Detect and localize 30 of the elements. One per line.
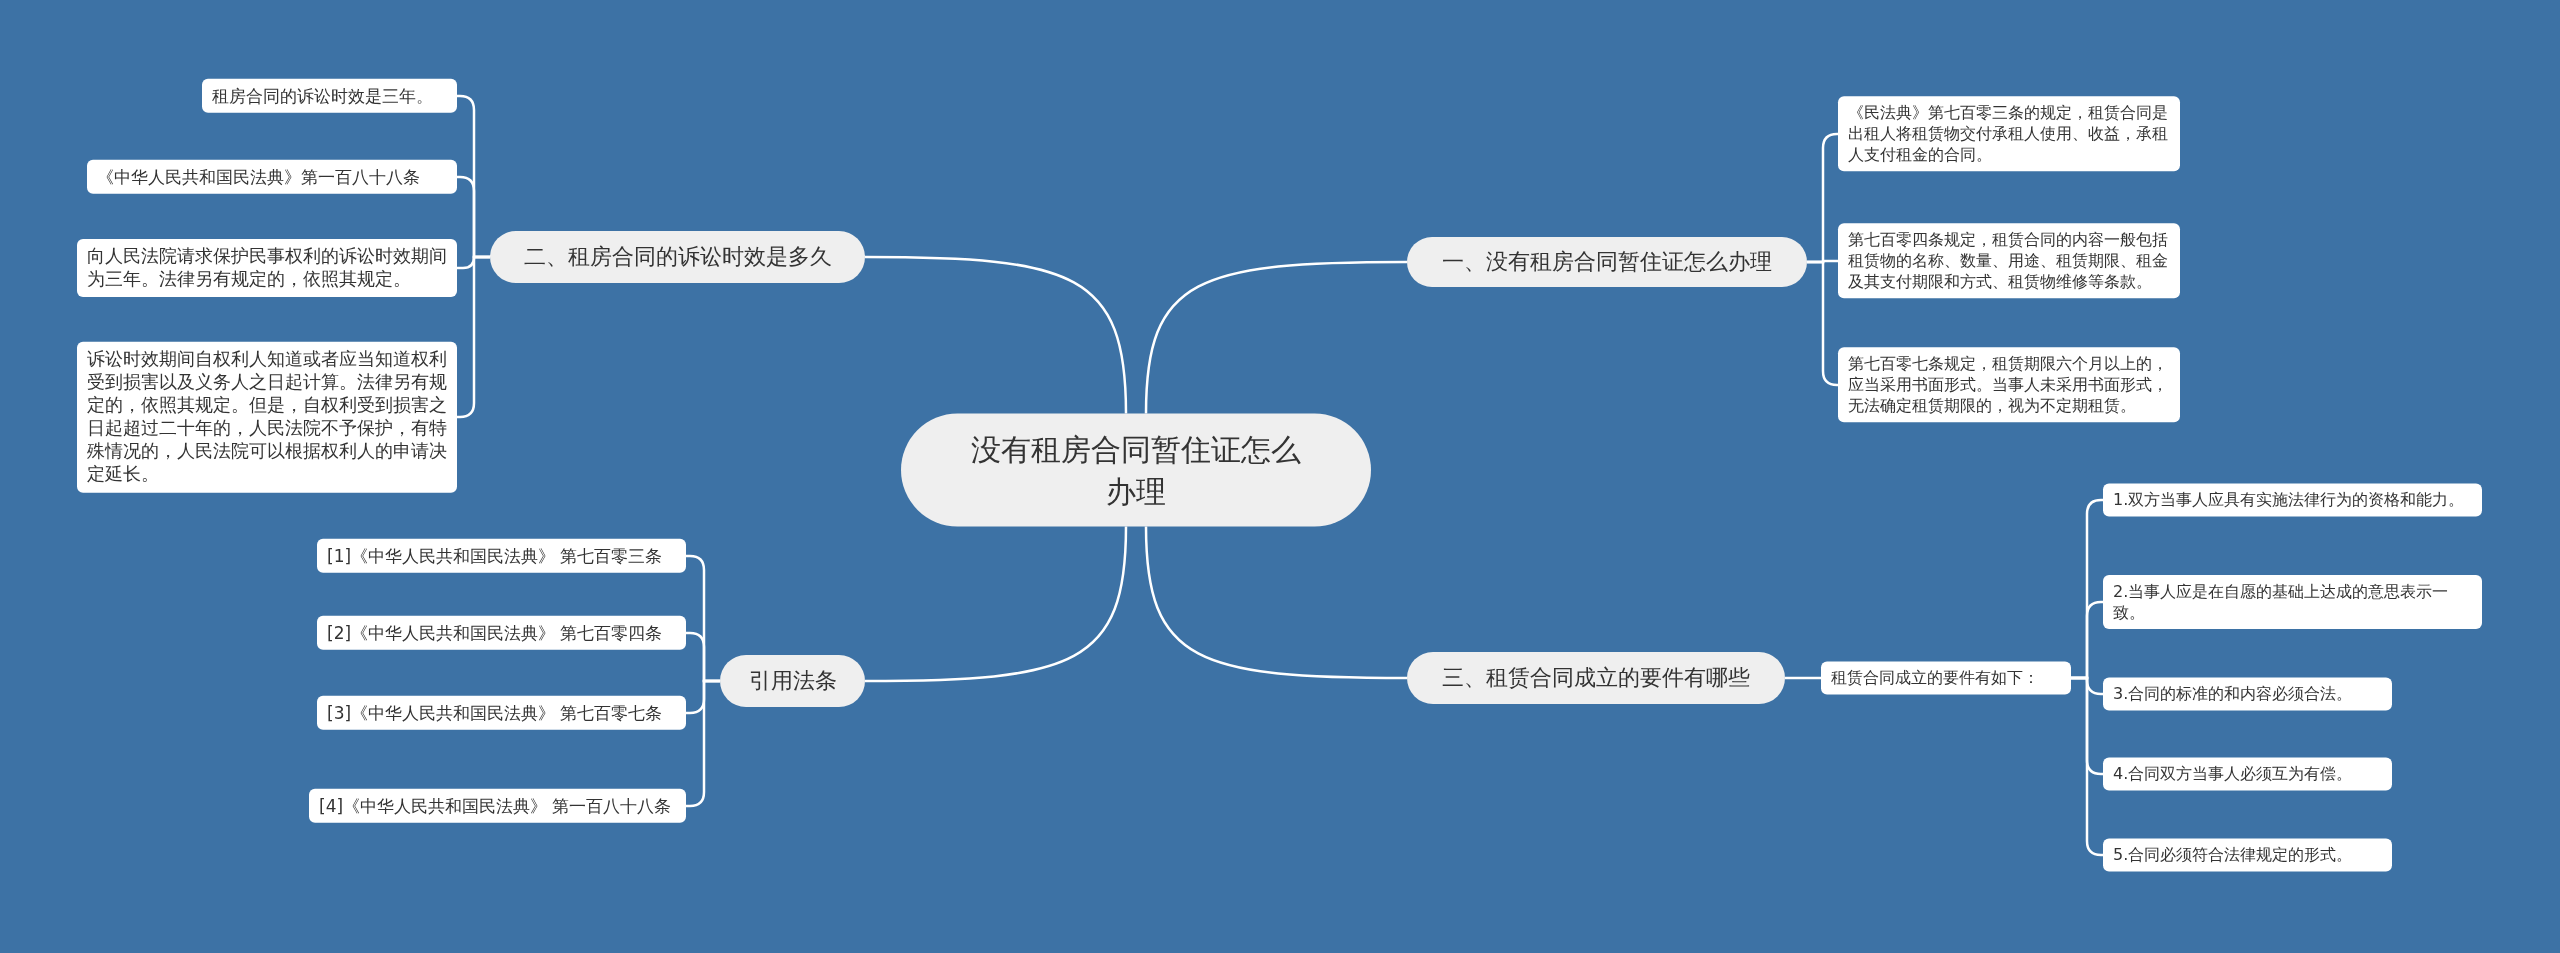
text-card: 诉讼时效期间自权利人知道或者应当知道权利受到损害以及义务人之日起计算。法律另有规定的，依照其规定。但是，自权利受到损害之日起超过二十年的，人民法院不予保护，有特殊情况的，人民法院可以根据权利人的申请决定延长。 [77,341,457,493]
text-card: 2.当事人应是在自愿的基础上达成的意思表示一致。 [2103,574,2482,630]
text-card: [1]《中华人民共和国民法典》 第七百零三条 [317,538,686,574]
connector-line [2071,676,2103,857]
text-card: 4.合同双方当事人必须互为有偿。 [2103,757,2392,791]
text-card: 租赁合同成立的要件有如下： [1821,661,2071,695]
text-card: [4]《中华人民共和国民法典》 第一百八十八条 [309,788,686,824]
text-card: [3]《中华人民共和国民法典》 第七百零七条 [317,695,686,731]
connector-line [865,526,1128,683]
central-topic: 没有租房合同暂住证怎么办理 [901,413,1371,527]
text-card: 3.合同的标准的和内容必须合法。 [2103,677,2392,711]
connector-line [865,255,1128,414]
text-card: 1.双方当事人应具有实施法律行为的资格和能力。 [2103,483,2482,517]
text-card: 向人民法院请求保护民事权利的诉讼时效期间为三年。法律另有规定的，依照其规定。 [77,238,457,298]
text-card: 《中华人民共和国民法典》第一百八十八条 [87,159,457,195]
topic-pill: 一、没有租房合同暂住证怎么办理 [1407,237,1807,287]
text-card: 第七百零四条规定，租赁合同的内容一般包括租赁物的名称、数量、用途、租赁期限、租金及其支付期限和方式、租赁物维修等条款。 [1838,223,2180,299]
topic-pill: 二、租房合同的诉讼时效是多久 [490,231,865,283]
connector-line [1807,260,1839,387]
text-card: 第七百零七条规定，租赁期限六个月以上的，应当采用书面形式。当事人未采用书面形式，无法确定租赁期限的，视为不定期租赁。 [1838,347,2180,423]
connector-line [457,255,490,419]
connector-line [1785,676,1821,680]
connector-line [1144,260,1407,414]
text-card: 5.合同必须符合法律规定的形式。 [2103,838,2392,872]
topic-pill: 引用法条 [720,655,865,707]
topic-pill: 三、租赁合同成立的要件有哪些 [1407,652,1785,704]
text-card: 《民法典》第七百零三条的规定，租赁合同是出租人将租赁物交付承租人使用、收益，承租人支付租金的合同。 [1838,96,2180,172]
text-card: [2]《中华人民共和国民法典》 第七百零四条 [317,615,686,651]
connector-line [1144,526,1407,680]
text-card: 租房合同的诉讼时效是三年。 [202,78,457,114]
